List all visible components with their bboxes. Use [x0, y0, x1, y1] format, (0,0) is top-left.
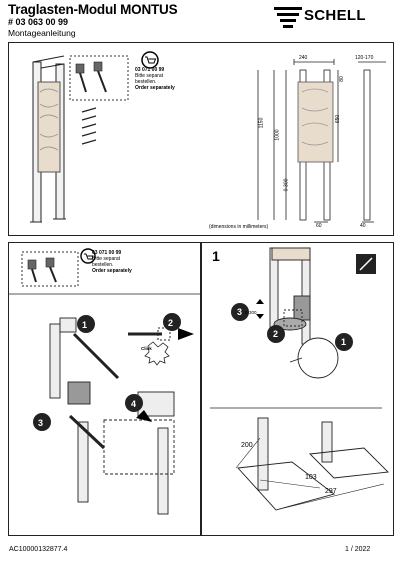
dim-60: 60 — [316, 223, 322, 229]
step-range-label: 0-300 — [245, 310, 257, 315]
dim-1000: 1000 — [274, 129, 281, 141]
callout-2: 2 — [168, 318, 174, 328]
article-number: # 03 063 00 99 — [8, 17, 69, 27]
order-number-top: 03 071 00 99 — [135, 67, 165, 73]
callout-3-left: 3 — [38, 418, 44, 428]
order-number-mid: 03 071 00 99 — [92, 250, 122, 256]
dim-297: 297 — [325, 488, 337, 495]
overview-panel — [8, 42, 394, 236]
dim-120-170: 120-170 — [355, 55, 374, 61]
step1-panel — [200, 242, 394, 536]
dim-1150: 1150 — [258, 117, 265, 129]
page-number: 1 / 2022 — [345, 546, 371, 553]
step1-drawing — [210, 247, 389, 511]
order-line2-top: bestellen. — [135, 79, 157, 85]
dimensions-note: (dimensions in millimeters) — [209, 224, 269, 230]
callout-1-right: 1 — [341, 337, 347, 347]
dim-0-300: 0-300 — [283, 178, 290, 192]
order-line1-mid: Bitte separat — [92, 256, 121, 262]
dim-40: 40 — [360, 223, 366, 229]
dim-650: 650 — [335, 114, 342, 124]
schell-logo-icon — [274, 7, 302, 28]
dim-240: 240 — [299, 55, 308, 61]
overview-drawing — [30, 51, 386, 223]
callout-3-right: 3 — [237, 307, 243, 317]
order-line1-top: Bitte separat — [135, 73, 164, 79]
brand-name: SCHELL — [304, 7, 366, 24]
dim-200: 200 — [241, 442, 253, 449]
document-subtitle: Montageanleitung — [8, 28, 76, 38]
order-line3-top: Order separately — [135, 85, 175, 91]
document-title: Traglasten-Modul MONTUS — [8, 2, 178, 17]
callout-4: 4 — [131, 399, 137, 409]
cart-icon — [141, 51, 159, 69]
accessory-drawing — [8, 248, 200, 515]
order-line2-mid: bestellen. — [92, 262, 114, 268]
callout-1-left: 1 — [82, 320, 88, 330]
order-line3-mid: Order separately — [92, 268, 132, 274]
dim-103: 103 — [305, 474, 317, 481]
step-1-number: 1 — [212, 248, 220, 264]
click-label: Click — [141, 346, 152, 351]
accessory-panel — [8, 242, 202, 536]
callout-2-right: 2 — [273, 329, 279, 339]
dim-80: 80 — [338, 76, 345, 82]
document-id: AC10000132877.4 — [9, 546, 68, 553]
